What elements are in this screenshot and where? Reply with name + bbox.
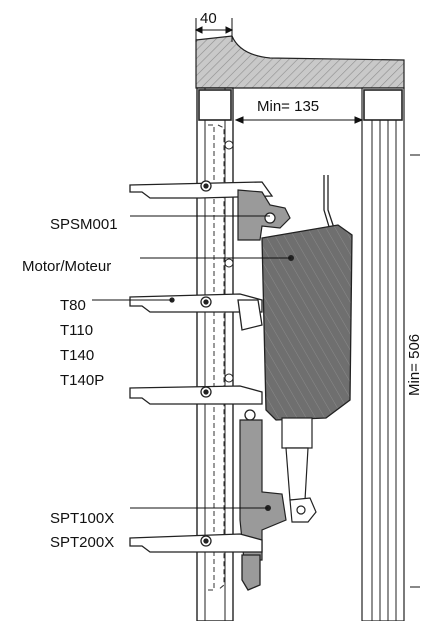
dimension-40-label: 40 [200, 10, 217, 27]
label-t140: T140 [60, 347, 95, 364]
window-sash [196, 87, 234, 621]
motor-body [261, 224, 353, 421]
label-t80: T80 [60, 297, 86, 314]
label-motor: Motor/Moteur [22, 258, 112, 275]
dimension-min-506-label: Min= 506 [406, 333, 423, 396]
arm-lower [129, 385, 263, 421]
dimension-min-135-label: Min= 135 [257, 98, 320, 115]
label-t140p: T140P [60, 372, 105, 389]
hinge-pins [224, 140, 234, 383]
top-frame [195, 35, 405, 89]
arm-bottom [129, 533, 263, 591]
arm-top [129, 180, 274, 199]
dimension-min-135 [234, 116, 364, 124]
arm-middle [129, 293, 263, 331]
leader-lines [92, 215, 291, 509]
label-t110: T110 [60, 322, 94, 339]
label-spt100x: SPT100X [50, 510, 115, 527]
dimension-40 [194, 18, 234, 42]
label-spsm001: SPSM001 [50, 216, 118, 233]
actuator-piston [281, 417, 317, 523]
right-frame [361, 87, 405, 621]
bracket-spsm001 [237, 189, 291, 241]
label-spt200x: SPT200X [50, 534, 115, 551]
actuator-cable [323, 175, 335, 231]
dimension-min-506 [410, 154, 420, 588]
